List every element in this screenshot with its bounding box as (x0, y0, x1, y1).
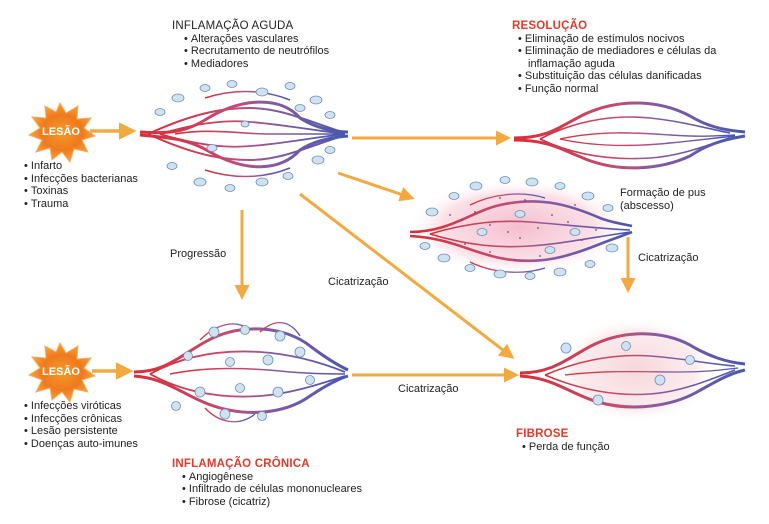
acute-vessel-network (139, 90, 349, 178)
fibrosis-block: FIBROSE Perda de função (516, 428, 610, 453)
chronic-item: Fibrose (cicatriz) (182, 496, 362, 509)
chronic-inflammation-block: INFLAMAÇÃO CRÔNICA Angiogênese Infiltrad… (172, 458, 362, 508)
fibrosis-cells (560, 341, 695, 406)
acute-item: Alterações vasculares (184, 33, 329, 46)
abscess-line: Formação de pus (620, 187, 706, 199)
fibrosis-item: Perda de função (522, 441, 610, 454)
acute-inflammation-block: INFLAMAÇÃO AGUDA Alterações vasculares R… (172, 20, 329, 70)
resolution-block: RESOLUÇÃO Eliminação de estímulos nocivo… (512, 20, 716, 95)
arrows (90, 122, 636, 383)
pus-speckles (449, 197, 597, 261)
resolution-title: RESOLUÇÃO (512, 20, 588, 32)
injury-label-bottom: LESÃO (42, 366, 80, 378)
abscess-label: Formação de pus (abscesso) (620, 187, 706, 212)
injury-burst-bottom (27, 341, 97, 404)
chronic-cells (171, 325, 315, 421)
label-healing-diagonal: Cicatrização (328, 276, 389, 288)
injury-burst-top (27, 101, 97, 164)
chronic-item: Angiogênese (182, 471, 362, 484)
arrow-acute-to-abscess (337, 171, 415, 202)
cause-item: Doenças auto-imunes (24, 438, 138, 451)
fibrosis-title: FIBROSE (516, 428, 569, 440)
acute-item: Mediadores (184, 58, 329, 71)
resolution-item: Eliminação de mediadores e células da (518, 45, 716, 58)
label-healing-right: Cicatrização (638, 252, 699, 264)
cause-item: Infecções bacterianas (24, 173, 138, 186)
acute-item: Recrutamento de neutrófilos (184, 45, 329, 58)
cause-item: Toxinas (24, 185, 138, 198)
injury-causes-top: Infarto Infecções bacterianas Toxinas Tr… (24, 160, 138, 210)
abscess-line: (abscesso) (620, 199, 674, 212)
resolution-vessel-network (513, 101, 746, 170)
cause-item: Infecções viróticas (24, 400, 138, 413)
acute-title: INFLAMAÇÃO AGUDA (172, 20, 294, 32)
resolution-item: Substituição das células danificadas (518, 70, 716, 83)
cause-item: Lesão persistente (24, 425, 138, 438)
chronic-item: Infiltrado de células mononucleares (182, 483, 362, 496)
acute-cells (154, 80, 336, 192)
cause-item: Trauma (24, 198, 138, 211)
chronic-title: INFLAMAÇÃO CRÔNICA (172, 458, 310, 470)
label-progression: Progressão (170, 248, 227, 260)
chronic-vessel-network (133, 322, 349, 423)
abscess-cells (419, 176, 619, 280)
arrow-acute-to-fibrosis (299, 192, 515, 359)
resolution-item: Função normal (518, 83, 716, 96)
fibrosis-network (519, 318, 746, 422)
cause-item: Infarto (24, 160, 138, 173)
cause-item: Infecções crônicas (24, 413, 138, 426)
resolution-item-continuation: inflamação aguda (528, 57, 615, 70)
injury-label-top: LESÃO (42, 126, 80, 138)
resolution-item: Eliminação de estímulos nocivos (518, 33, 716, 46)
abscess-network (408, 179, 633, 275)
label-healing-bottom: Cicatrização (398, 383, 459, 395)
injury-causes-bottom: Infecções viróticas Infecções crônicas L… (24, 400, 138, 450)
